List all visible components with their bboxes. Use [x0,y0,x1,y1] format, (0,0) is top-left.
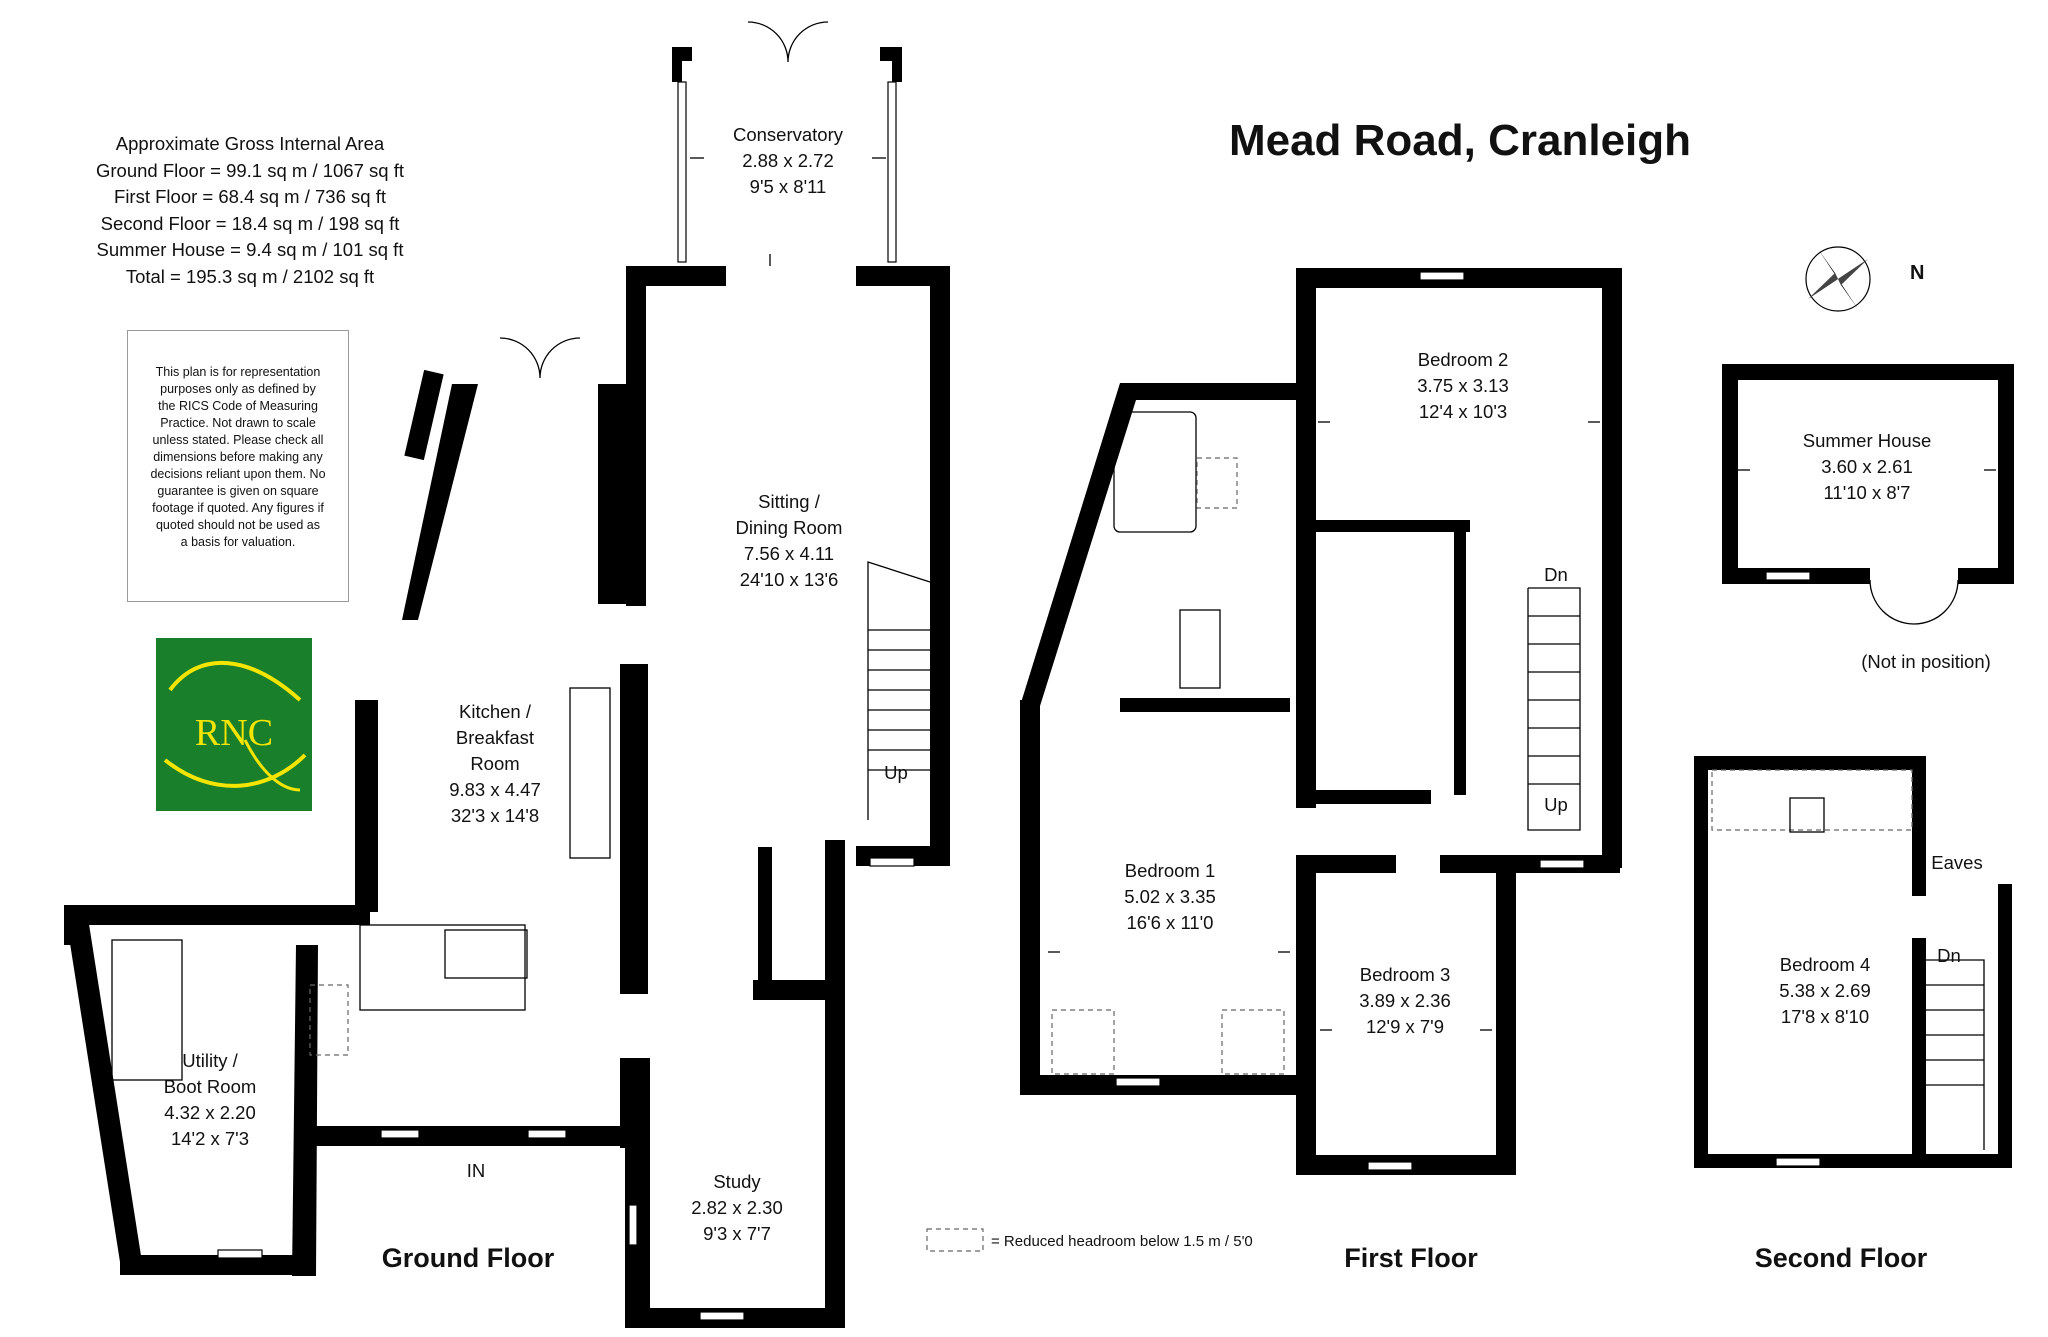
room-name: Conservatory [733,124,844,145]
room-label-sitting-dining: Sitting / Dining Room 7.56 x 4.11 24'10 … [736,491,843,590]
area-line: Total = 195.3 sq m / 2102 sq ft [125,265,375,287]
stairs-up-first: Up [1544,794,1568,815]
room-metric: 9.83 x 4.47 [449,779,541,800]
stairs-down-second: Dn [1937,945,1961,966]
room-metric: 2.88 x 2.72 [742,150,834,171]
room-imperial: 11'10 x 8'7 [1824,482,1911,503]
room-name: Bedroom 3 [1360,964,1451,985]
room-name: Study [713,1171,761,1192]
floor-label-ground: Ground Floor [382,1243,555,1273]
area-line: First Floor = 68.4 sq m / 736 sq ft [114,186,386,207]
room-label-utility: Utility / Boot Room 4.32 x 2.20 14'2 x 7… [164,1050,257,1149]
room-name: Room [470,753,519,774]
stairs-down-first: Dn [1544,564,1568,585]
area-summary: Approximate Gross Internal Area Ground F… [60,131,440,290]
disclaimer-line: unless stated. Please check all [152,433,324,447]
room-imperial: 12'9 x 7'9 [1366,1016,1444,1037]
room-imperial: 32'3 x 14'8 [451,805,539,826]
room-imperial: 9'5 x 8'11 [750,176,827,197]
room-imperial: 16'6 x 11'0 [1127,912,1214,933]
room-metric: 5.02 x 3.35 [1124,886,1216,907]
room-name: Kitchen / [459,701,532,722]
page-title: Mead Road, Cranleigh [1229,116,1691,165]
disclaimer-line: purposes only as defined by [160,382,316,396]
disclaimer-text: This plan is for representation purposes… [130,364,346,551]
room-label-summer-house: Summer House 3.60 x 2.61 11'10 x 8'7 [1803,430,1932,503]
first-floor-walls [1020,268,1622,1175]
room-metric: 4.32 x 2.20 [164,1102,256,1123]
area-line: Ground Floor = 99.1 sq m / 1067 sq ft [96,159,404,181]
legend-text: = Reduced headroom below 1.5 m / 5'0 [991,1233,1253,1250]
room-name: Summer House [1803,430,1932,451]
second-floor-walls [1694,756,2012,1168]
entrance-label: IN [467,1160,486,1181]
room-metric: 3.60 x 2.61 [1821,456,1913,477]
room-metric: 5.38 x 2.69 [1779,980,1871,1001]
first-floor-fixtures [1051,411,1581,1075]
room-imperial: 9'3 x 7'7 [703,1223,771,1244]
floor-label-second: Second Floor [1755,1243,1928,1273]
logo [156,638,312,811]
dimension-arrows [690,157,1996,1031]
area-line: Summer House = 9.4 sq m / 101 sq ft [96,239,404,260]
room-label-bedroom-1: Bedroom 1 5.02 x 3.35 16'6 x 11'0 [1124,860,1216,933]
ground-floor-fixtures [111,21,931,1081]
room-imperial: 24'10 x 13'6 [740,569,839,590]
disclaimer-line: dimensions before making any [153,450,323,464]
ground-floor-walls [64,47,950,1328]
disclaimer-line: footage if quoted. Any figures if [152,501,324,515]
room-metric: 7.56 x 4.11 [744,543,834,564]
disclaimer-line: Practice. Not drawn to scale [160,416,316,430]
room-label-bedroom-2: Bedroom 2 3.75 x 3.13 12'4 x 10'3 [1417,349,1509,422]
room-name: Utility / [182,1050,238,1071]
room-name: Bedroom 1 [1125,860,1216,881]
disclaimer-line: decisions reliant upon them. No [150,467,326,481]
disclaimer-line: This plan is for representation [155,365,321,379]
logo-text: RNC [195,712,273,754]
room-metric: 3.89 x 2.36 [1359,990,1451,1011]
area-line: Approximate Gross Internal Area [115,133,385,154]
room-label-study: Study 2.82 x 2.30 9'3 x 7'7 [691,1171,783,1244]
room-imperial: 17'8 x 8'10 [1781,1006,1869,1027]
room-name: Dining Room [736,517,843,538]
not-in-position-label: (Not in position) [1861,651,1991,672]
disclaimer-line: guarantee is given on square [157,484,319,498]
room-label-bedroom-4: Bedroom 4 5.38 x 2.69 17'8 x 8'10 [1779,954,1871,1027]
room-name: Bedroom 2 [1418,349,1509,370]
room-name: Bedroom 4 [1780,954,1871,975]
disclaimer-line: quoted should not be used as [155,518,321,532]
room-imperial: 12'4 x 10'3 [1419,401,1507,422]
room-label-kitchen: Kitchen / Breakfast Room 9.83 x 4.47 32'… [449,701,541,826]
room-label-bedroom-3: Bedroom 3 3.89 x 2.36 12'9 x 7'9 [1359,964,1451,1037]
room-name: Boot Room [164,1076,257,1097]
summer-house-walls [1722,364,2014,625]
room-imperial: 14'2 x 7'3 [171,1128,249,1149]
room-metric: 2.82 x 2.30 [691,1197,783,1218]
compass-label: N [1910,262,1924,284]
floor-label-first: First Floor [1344,1243,1478,1273]
room-label-conservatory: Conservatory 2.88 x 2.72 9'5 x 8'11 [733,124,844,197]
stairs-up-ground: Up [884,762,908,783]
eaves-label: Eaves [1931,852,1982,873]
room-name: Sitting / [758,491,821,512]
room-name: Breakfast [456,727,534,748]
area-line: Second Floor = 18.4 sq m / 198 sq ft [100,212,400,234]
room-metric: 3.75 x 3.13 [1417,375,1509,396]
compass-icon [1805,246,1871,312]
disclaimer-line: the RICS Code of Measuring [158,399,318,413]
disclaimer-line: a basis for valuation. [180,535,296,549]
legend-swatch [926,1228,984,1252]
disclaimer-box [127,330,349,602]
